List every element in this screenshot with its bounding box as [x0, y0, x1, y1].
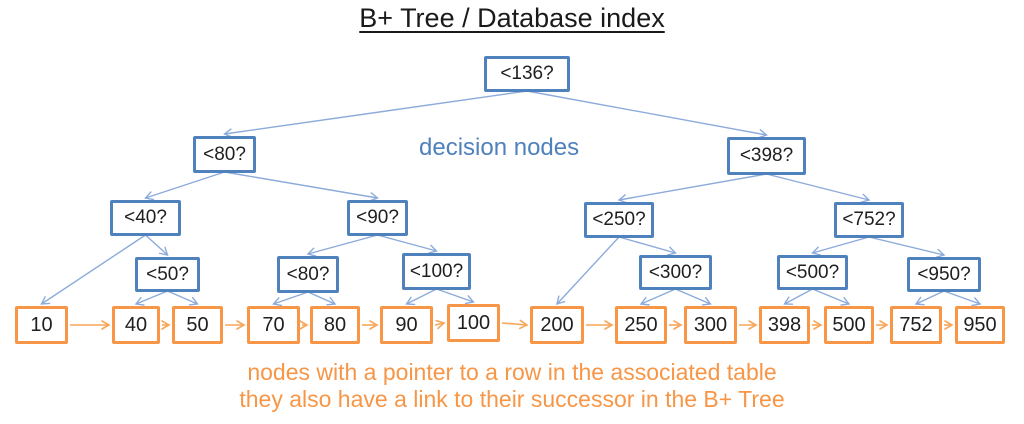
node-label: 80	[323, 313, 347, 336]
leaf-node-752: 752	[890, 306, 942, 344]
decision-nodes-annotation: decision nodes	[419, 134, 580, 161]
edge-q752-q950	[868, 236, 946, 258]
edge-q250-q300	[618, 236, 677, 256]
edge-q950-l950	[943, 290, 982, 307]
edge-q300-l250	[639, 288, 676, 306]
decision-node-80: <80?	[277, 256, 339, 293]
diagram-title: B+ Tree / Database index	[0, 3, 1024, 34]
leaf-nodes-annotation: nodes with a pointer to a row in the ass…	[0, 359, 1024, 413]
leaf-node-50: 50	[172, 306, 223, 344]
edge-q50-l50	[167, 290, 199, 306]
decision-node-398: <398?	[727, 137, 806, 175]
leaf-note-line-1: nodes with a pointer to a row in the ass…	[247, 359, 777, 385]
node-label: <90?	[356, 207, 399, 228]
decision-node-950: <950?	[907, 257, 981, 292]
edge-q398-q250	[617, 173, 767, 204]
edge-q40-l10	[40, 234, 146, 305]
edge-q80b-l80	[307, 291, 337, 306]
edge-q50-l40	[134, 290, 168, 306]
decision-node-80: <80?	[193, 136, 256, 173]
node-label: 10	[30, 313, 53, 336]
edge-q100-l100	[436, 288, 475, 305]
node-label: <40?	[124, 207, 167, 228]
node-label: <950?	[917, 263, 971, 285]
leaf-node-250: 250	[615, 306, 667, 344]
edge-q90-q100	[377, 234, 438, 254]
successor-arrow-l90-l100	[434, 319, 446, 330]
leaf-node-200: 200	[530, 306, 584, 344]
decision-node-40: <40?	[110, 200, 181, 236]
decision-node-500: <500?	[777, 255, 848, 290]
leaf-node-70: 70	[247, 306, 300, 344]
node-label: 950	[963, 313, 997, 336]
decision-node-90: <90?	[347, 200, 408, 236]
leaf-node-950: 950	[955, 306, 1005, 344]
leaf-node-40: 40	[112, 306, 160, 344]
node-label: <752?	[842, 209, 896, 230]
node-label: 100	[456, 311, 491, 334]
edge-q136-q398	[526, 90, 768, 139]
node-label: <100?	[409, 260, 464, 282]
decision-node-50: <50?	[135, 257, 200, 292]
decision-node-300: <300?	[639, 255, 712, 290]
node-label: 300	[693, 313, 728, 336]
node-label: <250?	[592, 209, 646, 230]
node-label: <136?	[500, 63, 554, 84]
leaf-node-10: 10	[15, 306, 68, 344]
successor-arrow-l100-l200	[501, 319, 529, 330]
edge-q300-l300	[675, 288, 712, 306]
diagram-title-text: B+ Tree / Database index	[359, 3, 665, 33]
node-label: 40	[124, 313, 148, 336]
decision-node-752: <752?	[834, 202, 904, 238]
decision-node-100: <100?	[402, 253, 471, 290]
edge-q80a-q40	[144, 171, 225, 201]
edge-q500-l500	[812, 288, 851, 306]
edge-q40-q50	[145, 234, 169, 256]
edge-q80b-l70	[272, 291, 309, 307]
edge-q250-l200	[556, 236, 620, 306]
node-label: 398	[767, 313, 802, 336]
node-label: <80?	[286, 263, 330, 285]
node-label: 50	[186, 313, 209, 336]
node-label: <50?	[146, 263, 189, 285]
edge-q950-l752	[914, 290, 945, 306]
node-label: <300?	[648, 261, 703, 283]
node-label: 500	[832, 313, 866, 336]
edge-q100-l90	[405, 288, 437, 306]
leaf-node-500: 500	[824, 306, 874, 344]
edge-q500-l398	[783, 288, 813, 305]
node-label: <80?	[203, 143, 246, 165]
leaf-node-300: 300	[684, 306, 737, 344]
edge-q136-q80a	[223, 90, 528, 138]
node-label: 250	[624, 313, 658, 336]
edge-q80a-q90	[224, 171, 379, 202]
decision-node-136: <136?	[484, 56, 570, 92]
edge-q398-q752	[766, 173, 871, 203]
leaf-node-80: 80	[310, 306, 360, 344]
node-label: 70	[262, 313, 285, 336]
node-label: 752	[899, 313, 933, 336]
node-label: <500?	[785, 261, 840, 283]
leaf-note-line-2: they also have a link to their successor…	[239, 386, 785, 412]
leaf-node-90: 90	[380, 306, 433, 344]
node-label: 90	[395, 313, 418, 336]
node-label: <398?	[739, 145, 794, 166]
node-label: 200	[540, 313, 574, 336]
decision-node-250: <250?	[584, 202, 654, 238]
leaf-node-100: 100	[447, 304, 500, 342]
leaf-node-398: 398	[759, 306, 810, 344]
edge-q90-q80b	[306, 234, 378, 257]
edge-q752-q500	[811, 236, 870, 256]
